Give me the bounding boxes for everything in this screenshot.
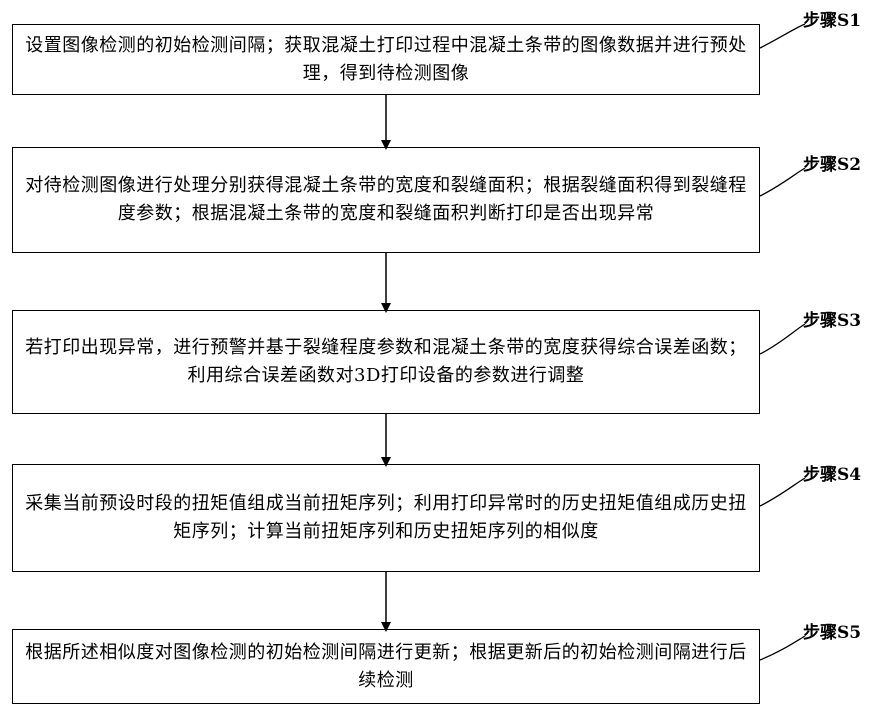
step-text-s3: 若打印出现异常，进行预警并基于裂缝程度参数和混凝土条带的宽度获得综合误差函数；利… <box>25 337 747 386</box>
step-box-s3: 若打印出现异常，进行预警并基于裂缝程度参数和混凝土条带的宽度获得综合误差函数；利… <box>12 310 760 414</box>
step-box-s2: 对待检测图像进行处理分别获得混凝土条带的宽度和裂缝面积；根据裂缝面积得到裂缝程度… <box>12 147 760 253</box>
step-label-s1: 步骤S1 <box>803 11 862 31</box>
leader-line-s3 <box>759 323 806 355</box>
step-label-s5: 步骤S5 <box>803 623 862 643</box>
step-box-s1: 设置图像检测的初始检测间隔；获取混凝土打印过程中混凝土条带的图像数据并进行预处理… <box>12 24 760 95</box>
step-text-s1: 设置图像检测的初始检测间隔；获取混凝土打印过程中混凝土条带的图像数据并进行预处理… <box>25 34 747 84</box>
leader-line-s1 <box>759 23 806 49</box>
step-text-s5: 根据所述相似度对图像检测的初始检测间隔进行更新；根据更新后的初始检测间隔进行后续… <box>25 641 747 691</box>
step-text-s2: 对待检测图像进行处理分别获得混凝土条带的宽度和裂缝面积；根据裂缝面积得到裂缝程度… <box>25 175 747 224</box>
leader-line-s2 <box>759 167 806 197</box>
leader-line-s5 <box>759 635 806 661</box>
step-box-s4: 采集当前预设时段的扭矩值组成当前扭矩序列；利用打印异常时的历史扭矩值组成历史扭矩… <box>12 464 760 572</box>
leader-line-s4 <box>759 477 806 507</box>
step-text-s4: 采集当前预设时段的扭矩值组成当前扭矩序列；利用打印异常时的历史扭矩值组成历史扭矩… <box>25 493 747 542</box>
step-label-s2: 步骤S2 <box>803 155 862 175</box>
step-label-s3: 步骤S3 <box>803 311 862 331</box>
step-label-s4: 步骤S4 <box>803 465 862 485</box>
step-box-s5: 根据所述相似度对图像检测的初始检测间隔进行更新；根据更新后的初始检测间隔进行后续… <box>12 629 760 704</box>
